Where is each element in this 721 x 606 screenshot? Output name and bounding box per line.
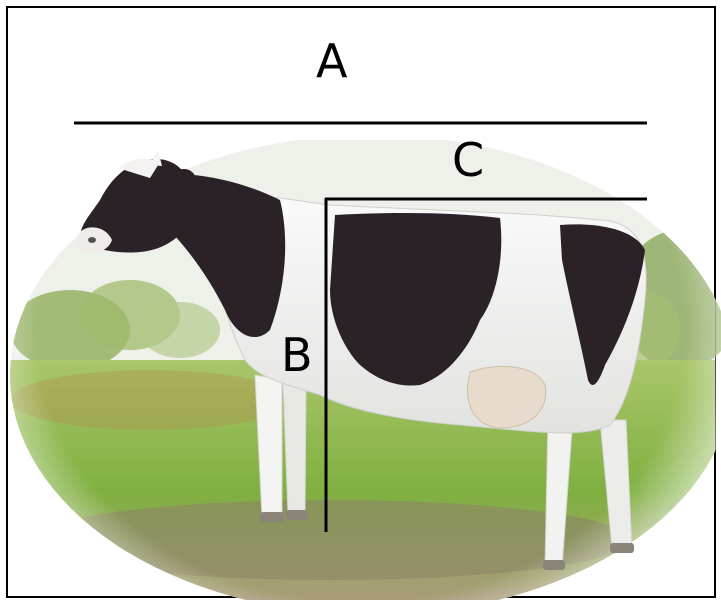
label-c: C	[452, 133, 485, 187]
holstein-cow-illustration	[77, 150, 647, 570]
label-a: A	[316, 34, 348, 88]
label-b: B	[281, 328, 313, 382]
measurement-lines	[74, 121, 647, 532]
